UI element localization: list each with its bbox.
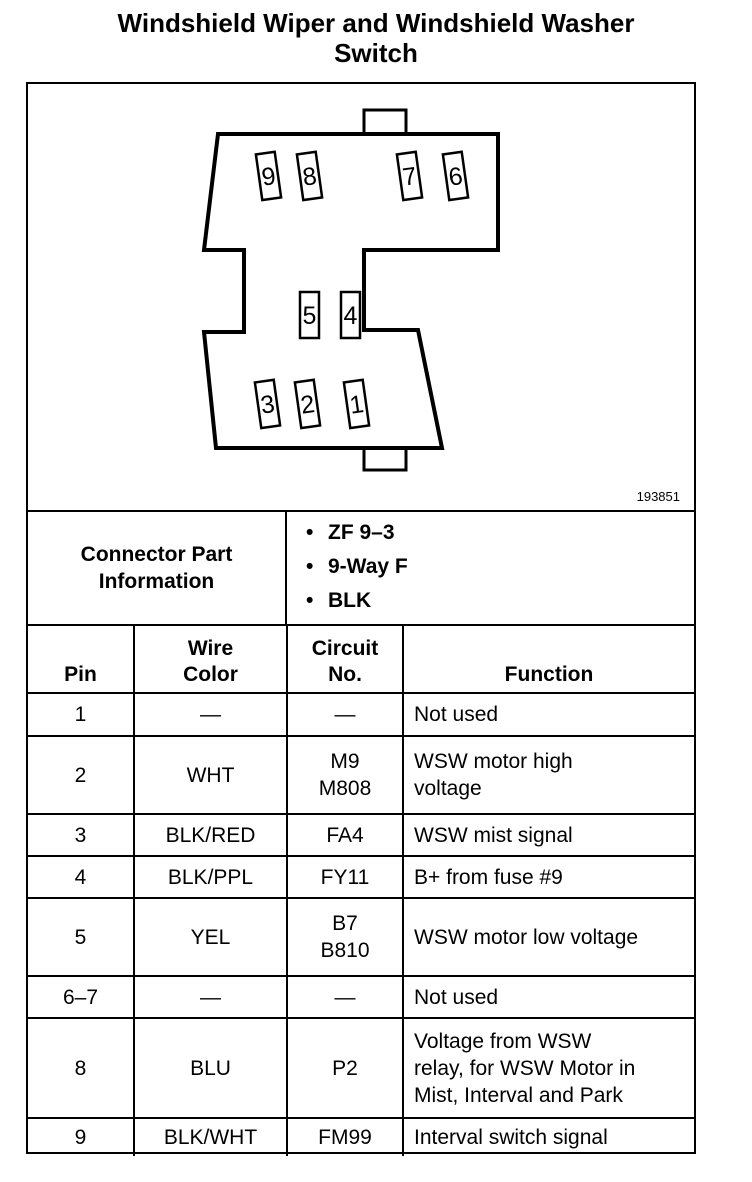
connector-info-label: Connector Part Information — [28, 512, 287, 624]
pinout-table: Pin Wire Color Circuit No. Function 1——N… — [28, 624, 694, 1156]
pin-number-label: 6 — [447, 162, 465, 192]
pin-number-label: 4 — [344, 302, 358, 330]
pin-cell: 2 — [28, 735, 135, 815]
header-circuit-no: Circuit No. — [286, 624, 404, 694]
function-cell: WSW motor low voltage — [402, 897, 694, 977]
function-cell: Not used — [402, 692, 694, 737]
pinout-row: 6–7——Not used — [28, 975, 694, 1019]
pin-cavity-6: 6 — [441, 150, 470, 202]
wire-color-cell: — — [133, 692, 288, 737]
pinout-header-row: Pin Wire Color Circuit No. Function — [28, 624, 694, 694]
wire-color-cell: BLK/WHT — [133, 1117, 288, 1156]
pin-cavity-3: 3 — [253, 378, 282, 430]
header-pin: Pin — [28, 624, 135, 694]
pin-number-label: 9 — [260, 162, 278, 192]
wire-color-cell: BLK/RED — [133, 813, 288, 857]
pin-cell: 8 — [28, 1017, 135, 1119]
function-cell: WSW mist signal — [402, 813, 694, 857]
header-wire-color: Wire Color — [133, 624, 288, 694]
figure-number: 193851 — [636, 489, 680, 504]
title-line-2: Switch — [334, 38, 418, 68]
document-title: Windshield Wiper and Windshield Washer S… — [0, 8, 752, 68]
connector-info-label-line-1: Connector Part — [80, 543, 233, 566]
wire-color-cell: BLU — [133, 1017, 288, 1119]
title-line-1: Windshield Wiper and Windshield Washer — [117, 8, 635, 38]
function-cell: Not used — [402, 975, 694, 1019]
function-cell: B+ from fuse #9 — [402, 855, 694, 899]
circuit-cell: P2 — [286, 1017, 404, 1119]
pin-cell: 5 — [28, 897, 135, 977]
connector-info-label-line-2: Information — [98, 570, 215, 593]
connector-info-item: BLK — [290, 584, 408, 618]
pinout-row: 1——Not used — [28, 692, 694, 737]
pin-number-label: 2 — [299, 390, 317, 420]
circuit-cell: — — [286, 975, 404, 1019]
header-function: Function — [402, 624, 694, 694]
circuit-cell: — — [286, 692, 404, 737]
pin-cell: 6–7 — [28, 975, 135, 1019]
connector-part-information: Connector Part Information ZF 9–3 9-Way … — [28, 512, 694, 626]
pin-number-label: 1 — [348, 390, 366, 420]
pin-cell: 3 — [28, 813, 135, 857]
function-cell: Interval switch signal — [402, 1117, 694, 1156]
pin-cell: 4 — [28, 855, 135, 899]
connector-info-item: 9-Way F — [290, 550, 408, 584]
pin-cell: 9 — [28, 1117, 135, 1156]
pin-number-label: 8 — [301, 162, 319, 192]
pin-number-label: 5 — [303, 302, 317, 330]
pin-cavity-2: 2 — [293, 378, 322, 430]
circuit-cell: FA4 — [286, 813, 404, 857]
top-locking-tab — [362, 108, 408, 136]
pin-cavity-1: 1 — [342, 378, 371, 430]
connector-info-list: ZF 9–3 9-Way F BLK — [290, 516, 408, 618]
pin-number-label: 7 — [401, 162, 419, 192]
circuit-cell: FM99 — [286, 1117, 404, 1156]
wire-color-cell: — — [133, 975, 288, 1019]
connector-info-item: ZF 9–3 — [290, 516, 408, 550]
circuit-cell: FY11 — [286, 855, 404, 899]
pin-cavity-4: 4 — [339, 290, 362, 340]
pin-cell: 1 — [28, 692, 135, 737]
wire-color-cell: YEL — [133, 897, 288, 977]
pin-number-label: 3 — [259, 390, 277, 420]
wire-color-cell: WHT — [133, 735, 288, 815]
pin-cavity-7: 7 — [395, 150, 424, 202]
wire-color-cell: BLK/PPL — [133, 855, 288, 899]
pin-cavity-8: 8 — [295, 150, 324, 202]
pin-cavity-5: 5 — [298, 290, 321, 340]
pin-cavity-9: 9 — [254, 150, 283, 202]
